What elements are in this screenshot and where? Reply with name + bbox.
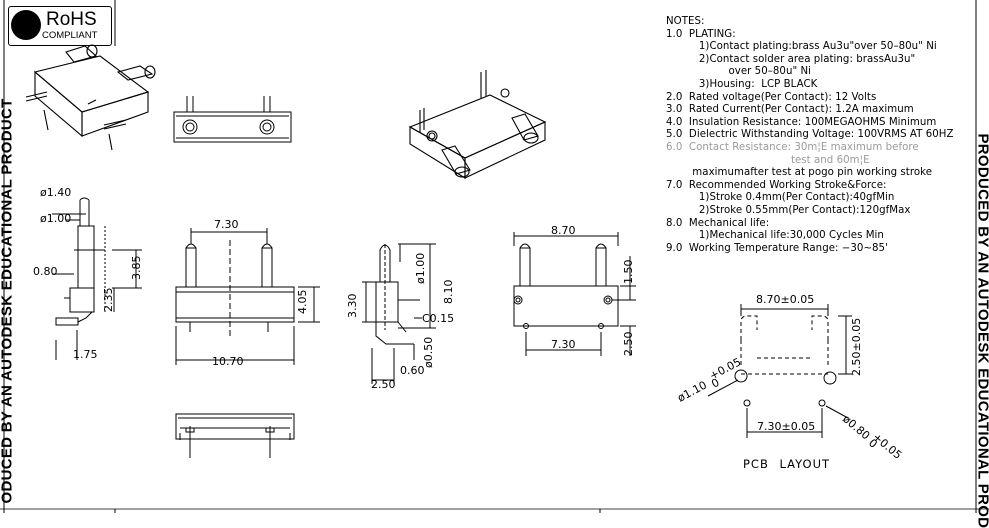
pcb-layout-title: PCB LAYOUT <box>743 457 830 471</box>
isometric-view-right <box>410 70 545 178</box>
dim-v730b: 7.30 <box>551 338 576 351</box>
drawing-canvas: ø1.40 ø1.00 0.80 3.85 2.35 1.75 7.30 4.0… <box>0 0 989 513</box>
dim-v330: 3.30 <box>346 294 359 319</box>
pcb-hole-small: ø0.80 <box>840 412 872 442</box>
dim-c015: C0.15 <box>422 312 454 325</box>
drawing-sheet: RoHS COMPLIANT NOTES:1.0 PLATING: 1)Cont… <box>0 0 989 513</box>
top-view <box>174 96 291 142</box>
dim-d140: ø1.40 <box>40 186 71 199</box>
dim-v080: 0.80 <box>33 265 58 278</box>
pcb-dim-height: 2.50±0.05 <box>850 318 863 376</box>
dim-v250a: 2.50 <box>371 378 396 391</box>
dimension-labels: ø1.40 ø1.00 0.80 3.85 2.35 1.75 7.30 4.0… <box>33 186 904 462</box>
dim-v060: 0.60 <box>400 364 425 377</box>
dim-d100a: ø1.00 <box>40 212 71 225</box>
pcb-hole-large: ø1.10 <box>675 379 709 405</box>
bottom-view <box>176 414 294 458</box>
sheet-frame <box>0 0 989 513</box>
pcb-dim-pitch: 7.30±0.05 <box>757 420 815 433</box>
pcb-dim-width: 8.70±0.05 <box>756 293 814 306</box>
dim-v175: 1.75 <box>73 348 98 361</box>
dim-v235: 2.35 <box>102 288 115 313</box>
dim-v385: 3.85 <box>130 256 143 281</box>
dim-v810: 8.10 <box>442 280 455 305</box>
dim-v405: 4.05 <box>296 290 309 315</box>
dim-v250b: 2.50 <box>622 332 635 357</box>
dim-v150: 1.50 <box>622 260 635 285</box>
dim-v870: 8.70 <box>551 224 576 237</box>
dim-v730a: 7.30 <box>214 218 239 231</box>
isometric-view-left <box>26 45 155 150</box>
dim-v1070: 10.70 <box>212 355 244 368</box>
dim-d100b: ø1.00 <box>414 253 427 284</box>
